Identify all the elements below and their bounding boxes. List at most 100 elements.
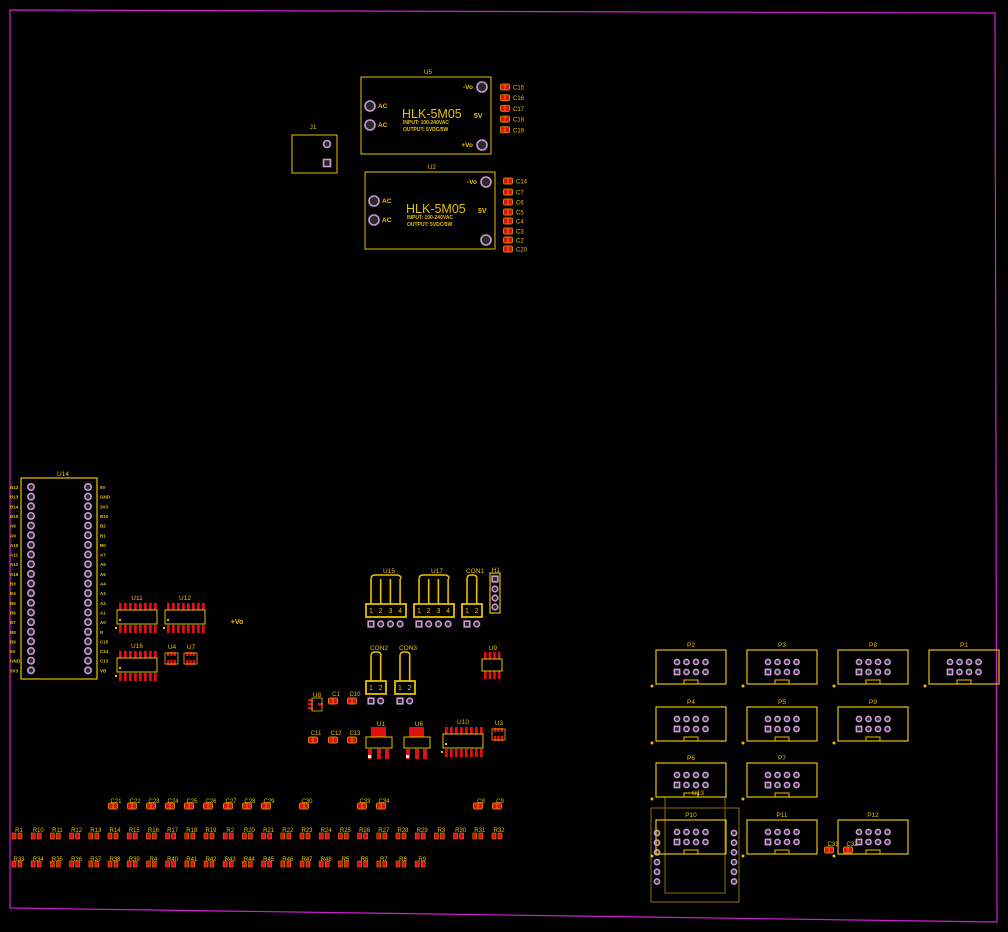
resistor-r27[interactable]: R27 xyxy=(376,828,390,840)
regulator-u6[interactable]: U6 xyxy=(403,721,431,759)
resistor-r41[interactable]: R41 xyxy=(184,857,198,868)
ic-u7[interactable]: U7 xyxy=(183,644,198,665)
connector-p4[interactable]: P4 xyxy=(650,699,727,745)
ic-u8[interactable]: U8 xyxy=(308,692,323,712)
capacitor-c17[interactable]: C17 xyxy=(500,104,525,113)
header-h1[interactable]: H1 xyxy=(489,567,501,614)
resistor-r1[interactable]: R1 xyxy=(11,828,23,840)
resistor-r29[interactable]: R29 xyxy=(414,828,428,840)
connector-p12[interactable]: P12 xyxy=(832,812,909,858)
capacitor-c33[interactable]: C33 xyxy=(357,799,371,810)
capacitor-c1[interactable]: C1 xyxy=(328,692,340,705)
capacitor-c29[interactable]: C29 xyxy=(261,799,275,810)
resistor-r15[interactable]: R15 xyxy=(126,828,140,840)
resistor-r11[interactable]: R11 xyxy=(50,828,63,840)
ic-u12[interactable]: U12 xyxy=(163,595,206,633)
resistor-r2[interactable]: R2 xyxy=(222,828,235,840)
ic-u10[interactable]: U10 xyxy=(441,719,484,757)
connector-p7[interactable]: P7 xyxy=(741,755,818,801)
resistor-r30[interactable]: R30 xyxy=(453,828,467,840)
capacitor-c16[interactable]: C16 xyxy=(500,94,525,102)
capacitor-c19[interactable]: C19 xyxy=(500,126,525,134)
resistor-r20[interactable]: R20 xyxy=(242,828,256,840)
capacitor-c9[interactable]: C9 xyxy=(492,799,504,810)
resistor-r8[interactable]: R8 xyxy=(395,857,407,868)
resistor-r28[interactable]: R28 xyxy=(395,828,409,840)
capacitor-c25[interactable]: C25 xyxy=(184,799,198,810)
resistor-r23[interactable]: R23 xyxy=(299,828,313,840)
connector-p1[interactable]: P1 xyxy=(923,642,1000,688)
ic-u11[interactable]: U11 xyxy=(115,595,158,633)
capacitor-c10[interactable]: C10 xyxy=(347,692,361,705)
resistor-r31[interactable]: R31 xyxy=(472,828,486,840)
connector-p11[interactable]: P11 xyxy=(741,812,818,858)
resistor-r5[interactable]: R5 xyxy=(338,857,350,868)
capacitor-c5[interactable]: C5 xyxy=(503,208,524,217)
resistor-r34[interactable]: R34 xyxy=(30,857,44,868)
capacitor-c34[interactable]: C34 xyxy=(376,799,390,810)
resistor-r16[interactable]: R16 xyxy=(146,828,160,840)
resistor-r12[interactable]: R12 xyxy=(69,828,83,840)
resistor-r48[interactable]: R48 xyxy=(318,857,332,868)
resistor-r43[interactable]: R43 xyxy=(222,857,236,868)
connector-p9[interactable]: P9 xyxy=(832,699,909,745)
capacitor-c31[interactable]: C31 xyxy=(824,842,839,854)
capacitor-c3[interactable]: C3 xyxy=(503,227,524,236)
resistor-r38[interactable]: R38 xyxy=(107,857,121,868)
capacitor-c27[interactable]: C27 xyxy=(223,799,237,810)
capacitor-c7[interactable]: C7 xyxy=(503,188,524,197)
resistor-r35[interactable]: R35 xyxy=(50,857,64,868)
resistor-r6[interactable]: R6 xyxy=(357,857,369,868)
resistor-r3[interactable]: R3 xyxy=(434,828,446,840)
resistor-r26[interactable]: R26 xyxy=(357,828,371,840)
resistor-r13[interactable]: R13 xyxy=(88,828,102,840)
resistor-r9[interactable]: R9 xyxy=(414,857,427,868)
capacitor-c26[interactable]: C26 xyxy=(203,799,217,810)
resistor-r18[interactable]: R18 xyxy=(184,828,198,840)
capacitor-c23[interactable]: C23 xyxy=(146,799,160,810)
connector-j1[interactable]: J1 xyxy=(291,124,338,174)
connector-p2[interactable]: P2 xyxy=(650,642,727,688)
resistor-r25[interactable]: R25 xyxy=(338,828,352,840)
ic-u16[interactable]: U16 xyxy=(115,643,158,681)
capacitor-c15[interactable]: C15 xyxy=(500,83,525,92)
connector-p3[interactable]: P3 xyxy=(741,642,818,688)
connector-p6[interactable]: P6 xyxy=(650,755,727,801)
resistor-r33[interactable]: R33 xyxy=(11,857,25,868)
capacitor-c4[interactable]: C4 xyxy=(503,217,524,226)
capacitor-c11[interactable]: C11 xyxy=(308,731,322,744)
resistor-r44[interactable]: R44 xyxy=(242,857,256,868)
capacitor-c12[interactable]: C12 xyxy=(328,731,342,744)
capacitor-c24[interactable]: C24 xyxy=(165,799,179,810)
capacitor-c8[interactable]: C8 xyxy=(473,799,485,810)
resistor-r46[interactable]: R46 xyxy=(280,857,294,868)
capacitor-c30[interactable]: C30 xyxy=(299,799,313,810)
resistor-r36[interactable]: R36 xyxy=(69,857,83,868)
capacitor-c20[interactable]: C20 xyxy=(503,245,528,254)
capacitor-c2[interactable]: C2 xyxy=(503,236,524,245)
resistor-r14[interactable]: R14 xyxy=(107,828,121,840)
capacitor-c22[interactable]: C22 xyxy=(127,799,141,810)
resistor-r4[interactable]: R4 xyxy=(146,857,158,868)
capacitor-c18[interactable]: C18 xyxy=(500,115,525,124)
connector-p5[interactable]: P5 xyxy=(741,699,818,745)
connector-p8[interactable]: P8 xyxy=(832,642,909,688)
capacitor-c32[interactable]: C32 xyxy=(843,842,858,854)
connector-p10[interactable]: P10 xyxy=(650,812,727,858)
resistor-r10[interactable]: R10 xyxy=(30,828,44,840)
resistor-r45[interactable]: R45 xyxy=(261,857,275,868)
resistor-r7[interactable]: R7 xyxy=(376,857,388,868)
resistor-r22[interactable]: R22 xyxy=(280,828,294,840)
resistor-r47[interactable]: R47 xyxy=(299,857,313,868)
resistor-r40[interactable]: R40 xyxy=(165,857,179,868)
capacitor-c28[interactable]: C28 xyxy=(242,799,256,810)
resistor-r19[interactable]: R19 xyxy=(203,828,217,840)
